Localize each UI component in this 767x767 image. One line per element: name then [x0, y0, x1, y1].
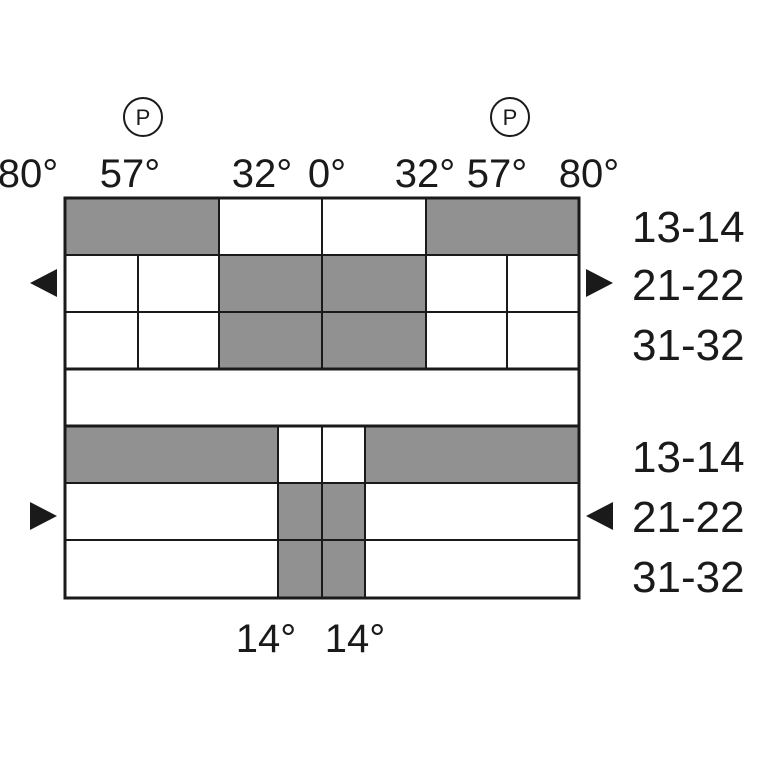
- top-left-arrow-icon: [30, 269, 57, 297]
- bottom-switch-outline: [63, 424, 581, 600]
- bottom-contact-label-21-22: 21-22: [632, 493, 745, 542]
- bottom-contact-label-13-14: 13-14: [632, 433, 745, 482]
- bottom-left-arrow-icon: [30, 502, 57, 530]
- bottom-row-13-14-closed-left: [65, 426, 278, 483]
- bottom-row-13-14-closed-right: [365, 426, 579, 483]
- p-circle-icon: [123, 97, 163, 137]
- top-row-13-14-closed-left: [65, 198, 219, 255]
- top-contact-label-31-32: 31-32: [632, 321, 745, 370]
- angle-label-14-left: 14°: [236, 617, 297, 661]
- angle-label-14-right: 14°: [325, 617, 386, 661]
- p-circle-icon: [490, 97, 530, 137]
- top-switch-grid: [63, 196, 581, 371]
- angle-label-80-left: 80°: [0, 152, 58, 196]
- p-marker-label: P: [136, 105, 151, 130]
- angle-label-32-right: 32°: [395, 152, 456, 196]
- top-contact-label-13-14: 13-14: [632, 203, 745, 252]
- angle-label-80-right: 80°: [559, 152, 620, 196]
- angle-label-0: 0°: [308, 152, 346, 196]
- middle-blank-row: [63, 367, 581, 428]
- top-right-arrow-icon: [586, 269, 613, 297]
- position-marker-right: P: [490, 97, 530, 137]
- angle-label-57-left: 57°: [100, 152, 161, 196]
- top-row-13-14-closed-right: [426, 198, 579, 255]
- bottom-contact-label-31-32: 31-32: [632, 553, 745, 602]
- angle-label-57-right: 57°: [467, 152, 528, 196]
- top-contact-label-21-22: 21-22: [632, 261, 745, 310]
- p-marker-label: P: [503, 105, 518, 130]
- bottom-right-arrow-icon: [586, 502, 613, 530]
- bottom-switch-grid: [63, 424, 581, 600]
- angle-label-32-left: 32°: [232, 152, 293, 196]
- position-marker-left: P: [123, 97, 163, 137]
